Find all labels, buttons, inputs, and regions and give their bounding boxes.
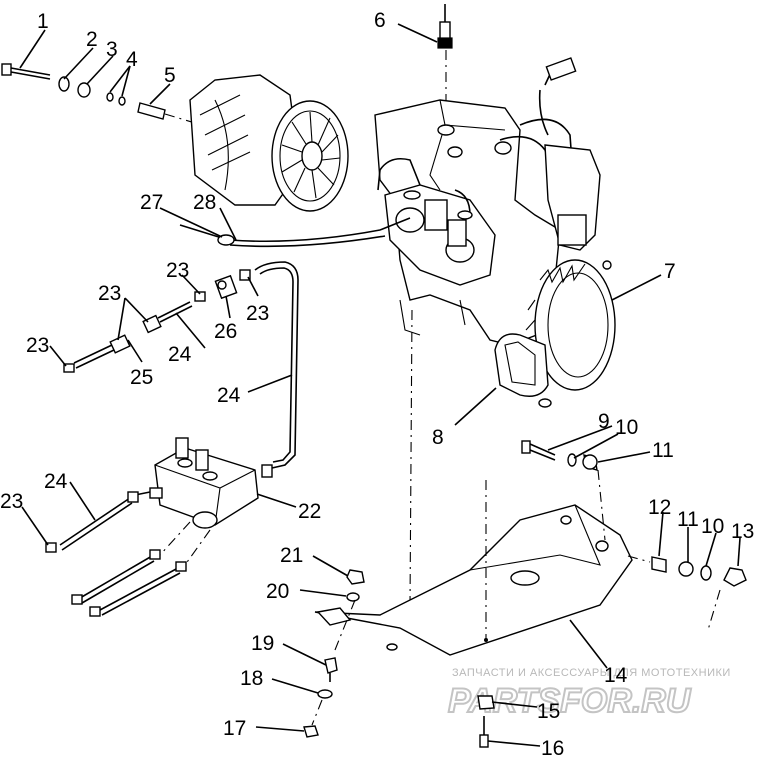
fuel-pump-22 — [45, 437, 273, 617]
fitting-23a — [63, 363, 75, 373]
callout-2: 2 — [86, 28, 98, 51]
callout-10a: 10 — [615, 416, 638, 439]
callout-6: 6 — [374, 9, 386, 32]
bolt-head — [1, 63, 12, 76]
recoil-starter-7 — [494, 144, 616, 408]
callout-14: 14 — [604, 664, 628, 687]
mount-bolt-stack-right — [521, 440, 747, 631]
fitting-23c — [239, 269, 251, 281]
oring-4a — [106, 92, 114, 102]
callout-11a: 11 — [652, 439, 674, 462]
filter-25 — [142, 314, 162, 334]
callout-7: 7 — [664, 260, 676, 283]
callout-23e: 23 — [0, 490, 23, 513]
callout-25: 25 — [130, 366, 153, 389]
callout-15: 15 — [537, 700, 560, 723]
callout-labels: 1 2 3 4 5 6 7 8 9 10 11 12 11 10 13 14 1… — [0, 9, 754, 757]
mount-fasteners-left — [303, 569, 365, 738]
centerline — [409, 309, 413, 606]
callout-24c: 24 — [44, 470, 68, 493]
watermark-caption: ЗАПЧАСТИ И АКСЕССУАРЫ ДЛЯ МОТОТЕХНИКИ — [452, 667, 731, 679]
fitting-23d — [45, 542, 57, 553]
callout-10b: 10 — [701, 515, 724, 538]
callout-16: 16 — [541, 737, 564, 757]
spacer-5 — [137, 102, 166, 120]
callout-24a: 24 — [168, 343, 192, 366]
spacer-12 — [651, 556, 667, 573]
callout-13: 13 — [731, 520, 754, 543]
callout-1: 1 — [37, 10, 49, 33]
callout-17: 17 — [223, 717, 246, 740]
callout-22: 22 — [298, 500, 321, 523]
callout-3: 3 — [106, 38, 118, 61]
callout-27: 27 — [140, 191, 163, 214]
washer-2 — [58, 76, 70, 92]
callout-23b: 23 — [98, 282, 121, 305]
oring-4b — [118, 96, 126, 106]
engine-block — [374, 57, 577, 346]
callout-24b: 24 — [217, 384, 241, 407]
fitting-23b — [194, 291, 206, 302]
callout-5: 5 — [164, 64, 176, 87]
spark-plug-6 — [437, 4, 453, 120]
callout-9: 9 — [598, 410, 610, 433]
washer-3 — [77, 82, 91, 98]
callout-26: 26 — [214, 320, 237, 343]
fuel-filter-assembly — [63, 261, 299, 469]
clamp-27 — [217, 234, 235, 246]
leader-lines — [19, 23, 741, 747]
callout-8: 8 — [432, 426, 444, 449]
mount-fasteners-bottom — [477, 695, 495, 748]
watermark: ЗАПЧАСТИ И АКСЕССУАРЫ ДЛЯ МОТОТЕХНИКИ PA… — [447, 667, 731, 721]
callout-19: 19 — [251, 632, 274, 655]
engine-mount-bracket-14 — [314, 480, 633, 656]
clutch-bolt-stack — [1, 63, 206, 127]
callout-21: 21 — [280, 544, 303, 567]
callout-23a: 23 — [166, 259, 189, 282]
drive-clutch — [189, 74, 349, 212]
callout-11b: 11 — [677, 508, 699, 531]
fuel-lines — [179, 157, 473, 248]
callout-23d: 23 — [246, 302, 269, 325]
callout-28: 28 — [193, 191, 216, 214]
callout-12: 12 — [648, 496, 671, 519]
callout-20: 20 — [266, 580, 289, 603]
callout-4: 4 — [126, 48, 138, 71]
callout-23c: 23 — [26, 334, 49, 357]
callout-18: 18 — [240, 667, 263, 690]
